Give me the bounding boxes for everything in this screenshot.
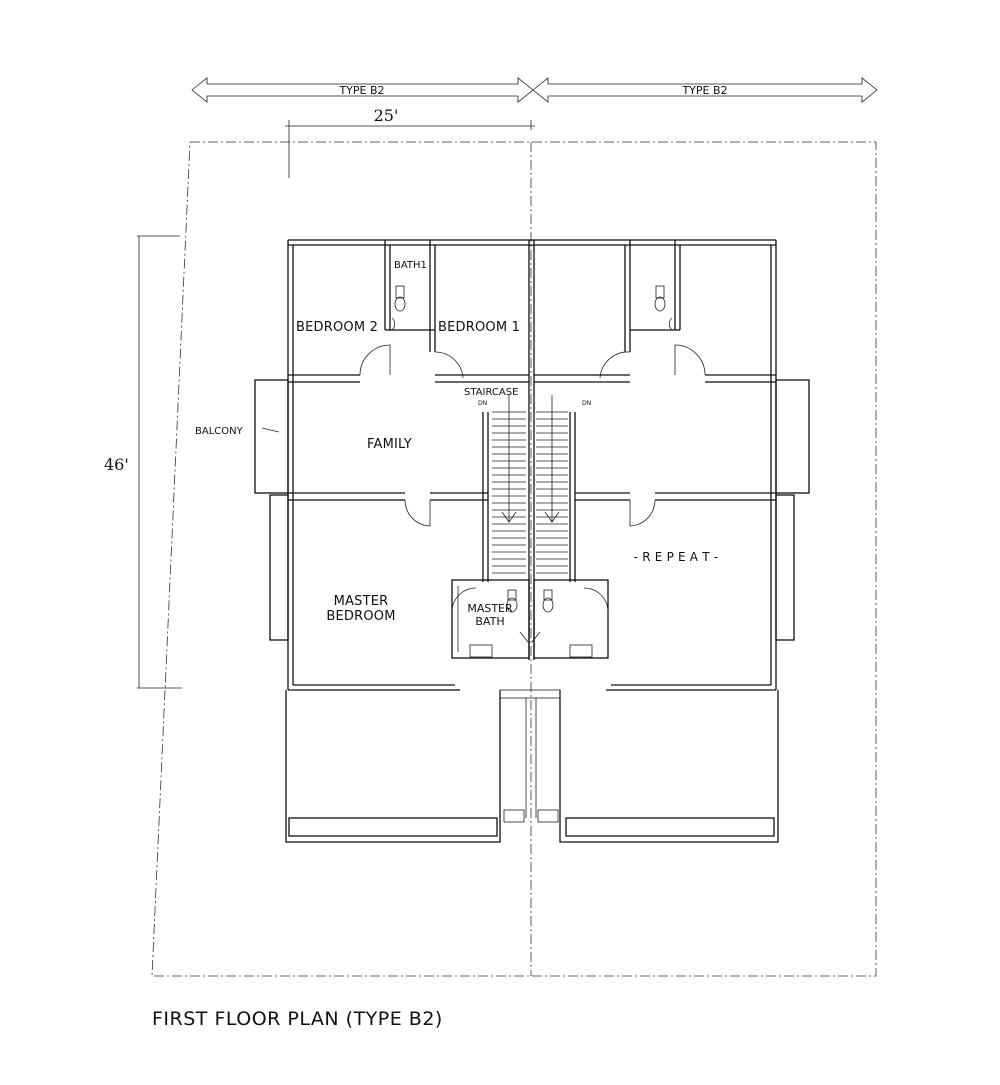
room-label-master-bedroom-1: MASTER [334, 594, 389, 609]
unit-type-arrows: TYPE B2 TYPE B2 [191, 77, 878, 103]
door-swings [359, 344, 706, 613]
room-label-bedroom2: BEDROOM 2 [296, 320, 378, 335]
lower-porch [285, 689, 779, 843]
unit-type-label-left: TYPE B2 [338, 84, 384, 97]
plan-title: FIRST FLOOR PLAN (TYPE B2) [152, 1008, 443, 1030]
room-label-master-bath-2: BATH [475, 615, 504, 628]
room-label-bedroom1: BEDROOM 1 [438, 320, 520, 335]
staircases [492, 395, 568, 581]
stair-dn-label-left: DN [478, 400, 487, 407]
room-label-staircase: STAIRCASE [464, 387, 518, 398]
room-label-balcony: BALCONY [195, 426, 244, 437]
width-dimension: 25' [285, 106, 535, 178]
plot-boundary [151, 141, 877, 977]
room-label-bath1: BATH1 [394, 260, 427, 271]
room-label-master-bath-1: MASTER [467, 602, 513, 615]
room-labels: BEDROOM 2 BATH1 BEDROOM 1 STAIRCASE DN D… [195, 260, 718, 628]
toilets [391, 285, 673, 658]
width-dimension-label: 25' [374, 106, 399, 125]
interior-walls-left [288, 240, 530, 659]
unit-type-label-right: TYPE B2 [681, 84, 727, 97]
depth-dimension-label: 46' [104, 455, 129, 474]
interior-walls-right [533, 240, 776, 659]
room-label-family: FAMILY [367, 437, 412, 452]
room-label-repeat: - R E P E A T - [634, 550, 719, 564]
stair-dn-label-right: DN [582, 400, 591, 407]
depth-dimension: 46' [104, 235, 182, 689]
balconies [254, 379, 810, 641]
room-label-master-bedroom-2: BEDROOM [326, 609, 395, 624]
